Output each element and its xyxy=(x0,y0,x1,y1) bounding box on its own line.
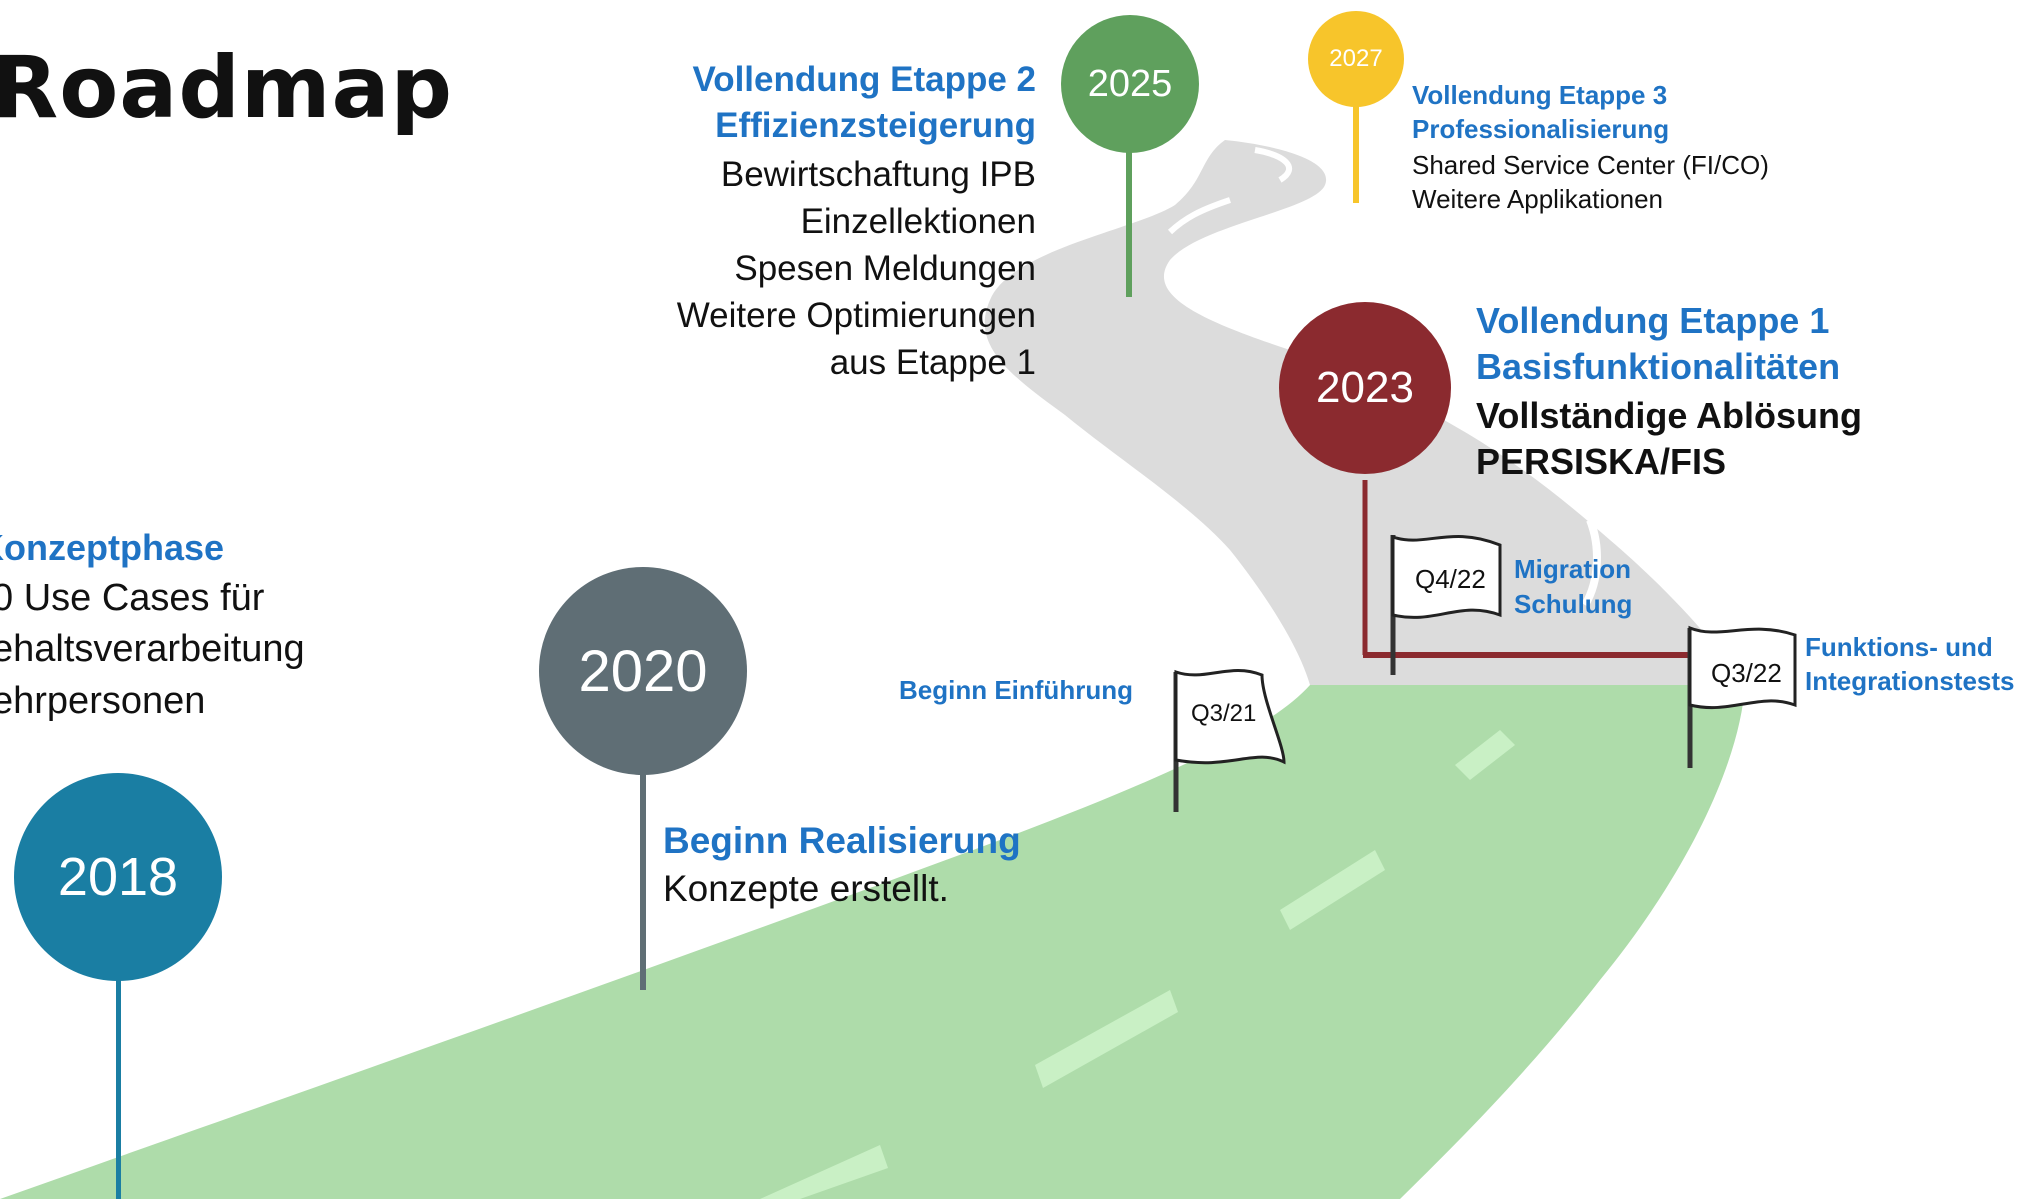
milestone-text-2018-line1: 0 Use Cases für xyxy=(0,577,265,619)
pin-line-2020 xyxy=(640,760,646,990)
flag-q422-shape xyxy=(1390,534,1502,675)
road-gray-dash-5 xyxy=(1581,518,1601,608)
road-gray-dash-3 xyxy=(1170,261,1207,306)
pin-line-2018 xyxy=(116,960,121,1199)
road-green-dash-3 xyxy=(1035,990,1178,1088)
milestone-heading1-2027: Vollendung Etappe 3 xyxy=(1412,80,1668,110)
road-green-dash-1 xyxy=(1455,730,1515,780)
pin-line-2027 xyxy=(1353,95,1359,203)
milestone-year-2023: 2023 xyxy=(1316,363,1414,412)
milestone-text-2027-line2: Weitere Applikationen xyxy=(1412,184,1664,214)
flag-quarter-q322: Q3/22 xyxy=(1711,658,1782,688)
flag-label-q322-line1: Funktions- und xyxy=(1805,632,1993,662)
milestone-text-2023-line2: PERSISKA/FIS xyxy=(1476,441,1727,482)
milestone-heading1-2025: Vollendung Etappe 2 xyxy=(692,60,1036,99)
milestone-year-2025: 2025 xyxy=(1087,62,1173,105)
page-title: Roadmap xyxy=(0,38,454,138)
milestone-text-2025-line4: Weitere Optimierungen xyxy=(676,296,1036,335)
milestone-text-2020-line1: Konzepte erstellt. xyxy=(663,868,949,909)
milestone-text-2025-line3: Spesen Meldungen xyxy=(734,249,1036,288)
milestone-heading1-2023: Vollendung Etappe 1 xyxy=(1476,300,1830,341)
milestone-circle-2027: 2027 xyxy=(1308,11,1404,107)
flag-label-q422-line2: Schulung xyxy=(1514,589,1633,619)
flag-label-q422-line1: Migration xyxy=(1514,554,1631,584)
road-green-dash-4 xyxy=(760,1145,888,1199)
road-gray-dash-1 xyxy=(1254,147,1293,183)
road-gray-dash-4 xyxy=(1253,322,1287,343)
milestone-heading-2020: Beginn Realisierung xyxy=(663,820,1021,861)
milestone-circle-2023: 2023 xyxy=(1279,302,1451,474)
milestone-heading-2018: Konzeptphase xyxy=(0,527,225,568)
milestone-circle-2020: 2020 xyxy=(539,567,747,775)
milestone-text-2025-line5: aus Etappe 1 xyxy=(829,343,1036,382)
milestone-text-2025-line2: Einzellektionen xyxy=(800,202,1036,241)
pin-line-2025 xyxy=(1126,140,1132,297)
milestone-circle-2025: 2025 xyxy=(1061,15,1199,153)
milestone-heading2-2023: Basisfunktionalitäten xyxy=(1476,346,1841,387)
flag-quarter-q321: Q3/21 xyxy=(1191,700,1257,727)
milestone-text-2018-line3: ehrpersonen xyxy=(0,680,206,722)
road-gray-dash-2 xyxy=(1167,197,1231,235)
milestone-year-2018: 2018 xyxy=(57,847,179,907)
milestone-year-2020: 2020 xyxy=(578,638,708,704)
flag-quarter-q422: Q4/22 xyxy=(1415,564,1486,594)
milestone-circle-2018: 2018 xyxy=(14,773,222,981)
road-green-section xyxy=(0,685,1745,1199)
milestone-text-2025-line1: Bewirtschaftung IPB xyxy=(720,155,1036,194)
milestone-text-2018-line2: ehaltsverarbeitung xyxy=(0,628,305,670)
milestone-text-2023-line1: Vollständige Ablösung xyxy=(1476,395,1862,436)
road-green-dash-2 xyxy=(1280,850,1385,930)
milestone-text-2027-line1: Shared Service Center (FI/CO) xyxy=(1412,150,1769,180)
flag-label-q322-line2: Integrationstests xyxy=(1805,666,2015,696)
flag-label-q321: Beginn Einführung xyxy=(899,675,1133,705)
milestone-heading2-2025: Effizienzsteigerung xyxy=(715,106,1036,145)
flag-q322-shape xyxy=(1687,625,1797,768)
flag-q321-shape xyxy=(1173,669,1286,812)
milestone-heading2-2027: Professionalisierung xyxy=(1412,114,1670,144)
milestone-year-2027: 2027 xyxy=(1329,45,1383,72)
